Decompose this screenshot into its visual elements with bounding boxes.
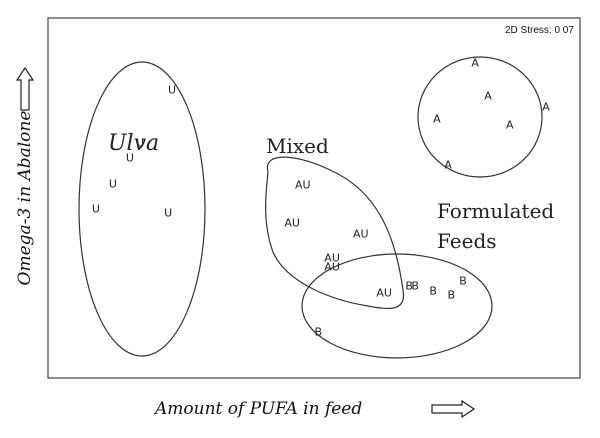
mixed-outline [265,156,405,310]
point-u-0: U [168,84,176,97]
group-label-formulated: Formulated [437,199,554,223]
stress-label: 2D Stress: 0 07 [505,25,574,36]
y-axis-label-group: Omega-3 in Abalone [15,66,35,286]
point-u-5: U [164,207,172,220]
y-arrow-icon [15,66,35,111]
formulated-circle [417,56,543,178]
point-u-2: U [126,152,134,165]
point-b-3: B [448,288,456,301]
point-a-1: A [484,90,492,103]
point-a-3: A [433,113,441,126]
point-b-5: B [315,325,323,338]
group-label-feeds: Feeds [437,229,497,253]
group-label-mixed: Mixed [266,134,329,158]
y-axis-label: Omega-3 in Abalone [15,111,35,286]
point-u-4: U [92,203,100,216]
point-u-1: U [136,136,144,149]
point-a-4: A [506,118,514,131]
point-u-3: U [109,178,117,191]
point-a-2: A [542,100,550,113]
point-a-5: A [444,158,452,171]
point-b-1: B [411,279,419,292]
ulva-ellipse [78,61,206,357]
point-au-0: AU [295,179,311,192]
group-label-ulva: Ulva [108,131,159,156]
point-au-2: AU [353,228,369,241]
point-b-0: B [405,279,413,292]
point-au-5: AU [376,287,392,300]
point-b-4: B [459,275,467,288]
x-arrow-icon [431,399,476,419]
plot-frame [47,17,581,379]
point-au-1: AU [284,216,300,229]
point-au-3: AU [324,252,340,265]
x-axis-label: Amount of PUFA in feed [153,399,362,419]
point-b-2: B [429,284,437,297]
point-au-4: AU [324,261,340,274]
point-a-0: A [471,57,479,70]
b-ellipse [301,253,493,359]
